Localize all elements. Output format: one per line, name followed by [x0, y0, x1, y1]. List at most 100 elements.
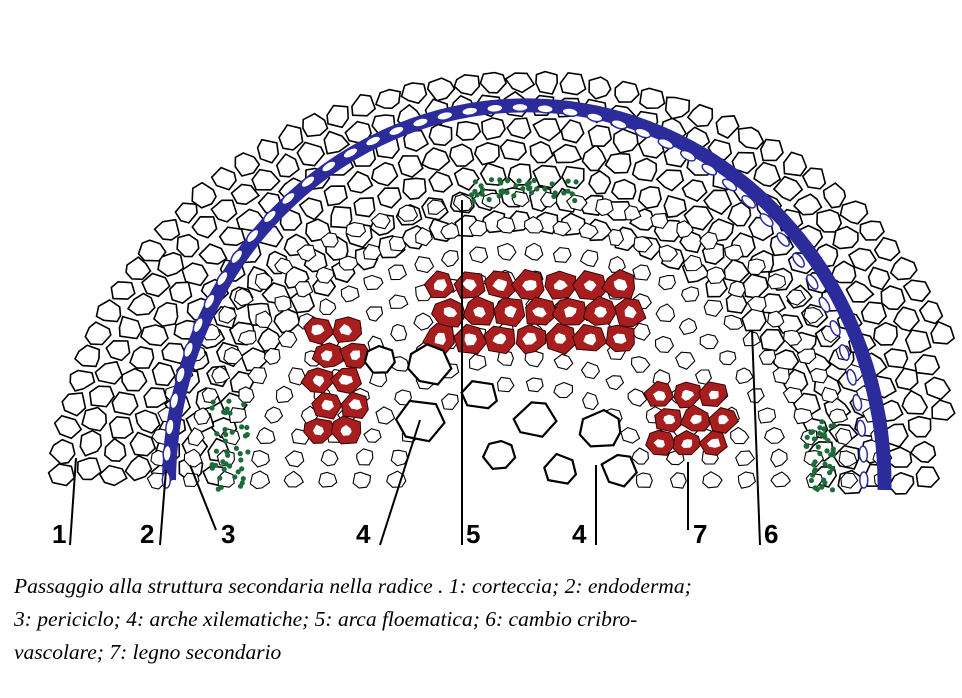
- phloem-cell: [245, 449, 251, 455]
- cortex-cell: [198, 243, 228, 265]
- phloem-cell: [221, 466, 227, 472]
- phloem-cell: [229, 429, 235, 435]
- cortex-cell: [683, 205, 714, 231]
- phloem-cell: [222, 410, 228, 416]
- cortex-cell: [924, 376, 952, 401]
- xylem-lumen: [681, 389, 695, 401]
- xylem-lumen: [434, 332, 446, 345]
- stele-cell: [356, 448, 374, 466]
- stele-cell: [238, 386, 255, 403]
- leader-3: [189, 464, 217, 531]
- stele-cell: [723, 244, 744, 261]
- cortex-cell: [902, 279, 932, 303]
- cortex-cell: [95, 299, 122, 323]
- xylem-lumen: [464, 333, 477, 346]
- xylem-lumen: [312, 375, 325, 387]
- stele-cell: [254, 272, 273, 290]
- endodermis-cell: [610, 119, 628, 130]
- phloem-cell: [526, 180, 532, 186]
- stele-cell: [727, 280, 746, 298]
- xylem-lumen: [594, 306, 607, 318]
- stele-cell: [681, 286, 700, 303]
- xylem-vessel: [543, 452, 578, 485]
- stele-cell: [605, 375, 625, 391]
- cortex-cell: [143, 387, 169, 408]
- phloem-cell: [531, 177, 537, 184]
- cortex-cell: [76, 457, 102, 481]
- stele-cell: [706, 266, 727, 284]
- stele-cell: [770, 448, 788, 468]
- stele-cell: [828, 408, 849, 424]
- stele-cell: [296, 244, 317, 262]
- phloem-cell: [821, 426, 827, 432]
- cortex-cell: [731, 151, 758, 175]
- cortex-cell: [124, 454, 153, 482]
- cortex-cell: [914, 353, 941, 376]
- cortex-cell: [727, 201, 752, 227]
- phloem-cell: [511, 193, 517, 199]
- phloem-cell: [478, 183, 484, 189]
- cortex-cell: [507, 163, 532, 186]
- stele-cell: [658, 274, 676, 291]
- phloem-cell: [237, 451, 243, 457]
- cortex-cell: [453, 73, 481, 96]
- cortex-cell: [499, 139, 527, 161]
- phloem-cell: [819, 432, 825, 438]
- xylem-lumen: [583, 280, 597, 292]
- xylem-vessel: [406, 343, 453, 386]
- stele-cell: [803, 307, 824, 325]
- cortex-cell: [867, 266, 891, 291]
- endodermis-cell: [183, 341, 195, 359]
- cortex-cell: [191, 215, 218, 239]
- cortex-cell: [139, 324, 169, 347]
- cortex-cell: [137, 239, 167, 262]
- cortex-cell: [98, 464, 128, 487]
- phloem-cell: [486, 196, 492, 203]
- endodermis-cell: [162, 444, 172, 463]
- cortex-cell: [604, 152, 632, 174]
- xylem-lumen: [313, 424, 324, 436]
- cortex-cell: [860, 301, 888, 325]
- cortex-cell: [529, 140, 554, 164]
- stele-cell: [387, 264, 408, 281]
- phloem-cell: [240, 476, 246, 482]
- cortex-cell: [610, 178, 637, 200]
- xylem-vessel: [512, 401, 558, 438]
- phloem-cell: [498, 180, 504, 186]
- phloem-cell: [804, 434, 810, 440]
- stele-cell: [319, 298, 337, 315]
- endodermis-cell: [657, 137, 674, 150]
- stele-cell: [793, 408, 814, 425]
- stele-cell: [763, 427, 785, 444]
- xylem-lumen: [653, 439, 665, 448]
- cortex-cell: [157, 251, 185, 277]
- stele-cell: [496, 216, 516, 234]
- stele-cell: [699, 333, 719, 350]
- stele-cell: [594, 198, 614, 217]
- cortex-cell: [839, 200, 869, 225]
- phloem-cell: [565, 188, 571, 194]
- phloem-cell: [210, 399, 216, 405]
- cortex-cell: [81, 406, 108, 432]
- cortex-cell: [587, 124, 613, 148]
- stele-cell: [363, 274, 384, 291]
- xylem-lumen: [522, 332, 537, 345]
- cortex-cell: [481, 117, 506, 141]
- endodermis-cell: [364, 135, 382, 147]
- stele-cell: [840, 472, 859, 489]
- stele-cell: [274, 257, 294, 275]
- cortex-cell: [506, 117, 532, 140]
- stele-cell: [703, 299, 724, 318]
- stele-cell: [397, 204, 419, 222]
- cortex-cell: [376, 187, 402, 209]
- cortex-cell: [552, 143, 583, 164]
- stele-cell: [730, 426, 750, 445]
- phloem-cell: [520, 186, 526, 192]
- phloem-cell: [472, 188, 478, 194]
- xylem-lumen: [706, 438, 721, 448]
- cortex-cell: [535, 70, 559, 95]
- cortex-cell: [681, 179, 708, 203]
- phloem-cell: [209, 462, 215, 468]
- xylem-lumen: [350, 350, 361, 361]
- phloem-cell: [829, 487, 836, 493]
